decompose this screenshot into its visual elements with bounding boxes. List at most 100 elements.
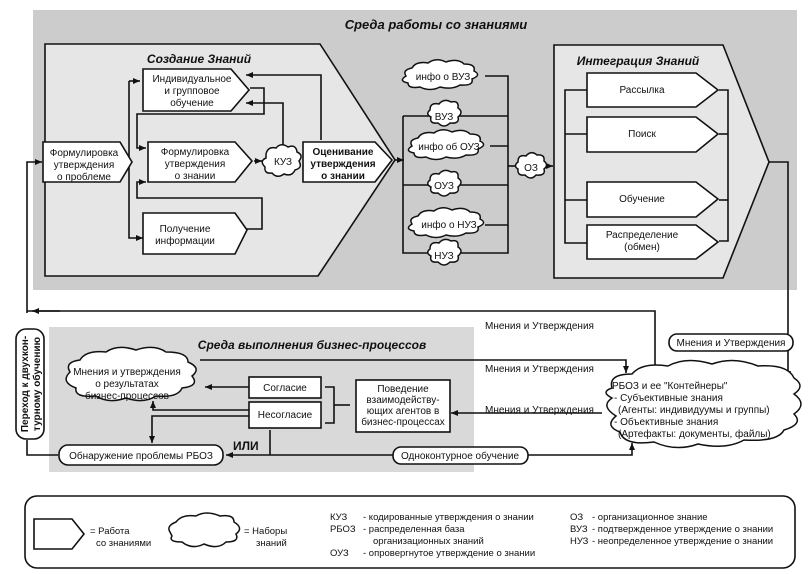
svg-text:Получение: Получение	[160, 224, 211, 235]
agree-box: Согласие	[248, 376, 322, 399]
svg-text:взаимодейству-: взаимодейству-	[366, 395, 439, 406]
knowledge-environment-title: Среда работы со знаниями	[345, 17, 528, 32]
opinions-pill-right: Мнения и Утверждения	[668, 333, 794, 352]
or-label: ИЛИ	[233, 439, 259, 453]
svg-text:Поиск: Поиск	[628, 129, 656, 140]
svg-text:и групповое: и групповое	[164, 86, 220, 97]
legend-abbr-ouz: ОУЗ	[330, 548, 349, 559]
svg-text:о проблеме: о проблеме	[57, 171, 111, 183]
integration-item-distribution: Распределение (обмен)	[586, 224, 720, 260]
cloud-info-ouz: инфо об ОУЗ	[407, 129, 485, 161]
svg-text:Мнения и Утверждения: Мнения и Утверждения	[677, 338, 786, 349]
cloud-opinions-results: Мнения и утверждения о результатах бизне…	[65, 346, 197, 402]
svg-text:о результатах: о результатах	[95, 379, 159, 390]
svg-text:утверждения: утверждения	[310, 159, 375, 170]
svg-text:Согласие: Согласие	[263, 383, 307, 394]
svg-text:Распределение: Распределение	[606, 230, 679, 241]
svg-text:Одноконтурное обучение: Одноконтурное обучение	[401, 450, 520, 462]
svg-text:Несогласие: Несогласие	[258, 410, 313, 421]
svg-text:Оценивание: Оценивание	[312, 147, 373, 158]
disagree-box: Несогласие	[248, 401, 322, 429]
integration-item-search: Поиск	[586, 116, 720, 153]
svg-text:РБОЗ и ее "Контейнеры": РБОЗ и ее "Контейнеры"	[612, 381, 728, 392]
svg-text:ОУЗ: ОУЗ	[434, 181, 454, 192]
svg-text:- распределенная база: - распределенная база	[363, 524, 465, 535]
cloud-vuz: ВУЗ	[427, 99, 462, 127]
detect-problem-pill: Обнаружение проблемы РБОЗ	[58, 444, 224, 466]
legend-work-shape	[33, 518, 86, 550]
integration-item-mailing: Рассылка	[586, 72, 720, 108]
svg-text:инфо о ВУЗ: инфо о ВУЗ	[416, 71, 471, 83]
svg-text:ОЗ: ОЗ	[524, 163, 538, 174]
legend-work-label: = Работа	[90, 526, 130, 537]
svg-text:- Объективные знания: - Объективные знания	[614, 416, 718, 428]
svg-text:(обмен): (обмен)	[624, 241, 660, 253]
svg-text:- кодированные утверждения о з: - кодированные утверждения о знании	[363, 512, 534, 523]
svg-text:турному обучению: турному обучению	[31, 336, 43, 431]
legend-abbr-kuz: КУЗ	[330, 512, 347, 523]
svg-text:Формулировка: Формулировка	[161, 147, 230, 158]
cloud-oz: ОЗ	[514, 152, 548, 179]
legend-abbr-nuz: НУЗ	[570, 536, 589, 547]
svg-text:о знании: о знании	[175, 171, 216, 182]
opinions-label-lower: Мнения и Утверждения	[485, 405, 594, 416]
svg-text:(Агенты: индивидуумы и группы): (Агенты: индивидуумы и группы)	[618, 405, 770, 416]
svg-text:организационных знаний: организационных знаний	[373, 536, 484, 547]
cloud-ouz: ОУЗ	[427, 169, 462, 197]
svg-text:Поведение: Поведение	[377, 384, 429, 395]
svg-text:(Артефакты: документы, файлы): (Артефакты: документы, файлы)	[618, 428, 771, 440]
cloud-info-vuz: инфо о ВУЗ	[401, 59, 479, 91]
agents-behavior-box: Поведение взаимодейству- ющих агентов в …	[355, 379, 451, 433]
legend-sets-label: = Наборы	[244, 526, 287, 537]
svg-text:Переход к двухкон-: Переход к двухкон-	[20, 336, 31, 432]
legend-abbr-vuz: ВУЗ	[570, 524, 588, 535]
svg-text:ВУЗ: ВУЗ	[435, 112, 454, 123]
svg-text:Мнения и утверждения: Мнения и утверждения	[73, 367, 181, 378]
svg-text:обучение: обучение	[170, 97, 214, 109]
business-connectors	[26, 359, 635, 458]
legend-cloud-shape	[168, 512, 241, 548]
opinions-label-middle: Мнения и Утверждения	[485, 364, 594, 375]
opinions-label-top: Мнения и Утверждения	[485, 321, 594, 332]
svg-text:знаний: знаний	[256, 538, 287, 549]
svg-text:ющих агентов в: ющих агентов в	[367, 406, 440, 417]
svg-text:утверждения: утверждения	[165, 159, 226, 170]
business-environment-title: Среда выполнения бизнес-процессов	[198, 338, 426, 352]
svg-text:- подтвержденное утверждение о: - подтвержденное утверждение о знании	[592, 524, 773, 535]
svg-text:- неопределенное утверждение о: - неопределенное утверждение о знании	[592, 536, 773, 547]
legend: = Работа со знаниями = Наборы знаний КУЗ…	[24, 495, 796, 569]
svg-text:НУЗ: НУЗ	[434, 251, 453, 262]
svg-text:бизнес-процессов: бизнес-процессов	[85, 390, 169, 402]
knowledge-integration-title: Интеграция Знаний	[577, 54, 700, 68]
legend-abbr-oz: ОЗ	[570, 512, 583, 523]
svg-text:информации: информации	[155, 235, 215, 247]
svg-text:инфо об ОУЗ: инфо об ОУЗ	[418, 141, 479, 153]
svg-text:Индивидуальное: Индивидуальное	[152, 74, 231, 85]
svg-text:- опровергнутое утверждение о: - опровергнутое утверждение о знании	[363, 548, 535, 559]
cloud-rboz-containers: РБОЗ и ее "Контейнеры" - Субъективные зн…	[605, 359, 802, 449]
single-loop-learning-pill: Одноконтурное обучение	[392, 446, 529, 465]
double-loop-learning-pill: Переход к двухкон- турному обучению	[15, 328, 45, 440]
cloud-kuz: КУЗ	[261, 144, 302, 177]
cloud-info-nuz: инфо о НУЗ	[407, 207, 485, 239]
svg-text:Формулировка: Формулировка	[50, 148, 119, 159]
step-formulate-problem: Формулировка утверждения о проблеме	[42, 141, 133, 183]
svg-text:Рассылка: Рассылка	[619, 85, 665, 96]
svg-text:инфо о НУЗ: инфо о НУЗ	[421, 219, 476, 231]
integration-item-learning: Обучение	[586, 181, 720, 218]
cloud-nuz: НУЗ	[427, 238, 462, 266]
step-individual-group-learning: Индивидуальное и групповое обучение	[142, 68, 251, 112]
step-formulate-knowledge: Формулировка утверждения о знании	[147, 141, 254, 183]
svg-text:- Субъективные знания: - Субъективные знания	[614, 392, 723, 404]
legend-abbr-rboz: РБОЗ	[330, 524, 356, 535]
svg-text:бизнес-процессах: бизнес-процессах	[361, 416, 445, 428]
svg-text:Обучение: Обучение	[619, 193, 665, 205]
svg-text:со знаниями: со знаниями	[96, 538, 151, 549]
step-evaluate-knowledge: Оценивание утверждения о знании	[302, 141, 394, 183]
knowledge-creation-title: Создание Знаний	[147, 52, 252, 66]
svg-text:Обнаружение проблемы РБОЗ: Обнаружение проблемы РБОЗ	[69, 450, 213, 462]
integration-connectors	[27, 89, 791, 378]
svg-text:- организационное знание: - организационное знание	[592, 512, 708, 523]
creation-connectors	[26, 72, 404, 313]
